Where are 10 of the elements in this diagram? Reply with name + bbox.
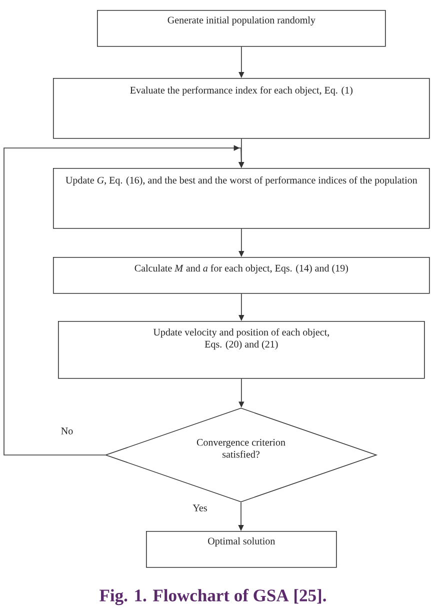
process-box: Calculate M and a for each object, Eqs. (14) and (19): [53, 257, 430, 294]
process-box: Generate initial population randomly: [97, 10, 386, 47]
process-box: Evaluate the performance index for each object, Eq. (1): [53, 78, 430, 139]
arrow: [4, 145, 244, 456]
caption: Fig. 1. Flowchart of GSA [25].: [100, 588, 326, 606]
process-box: Update velocity and position of each object, Eqs. (20) and (21): [58, 321, 425, 379]
process-box: Update G, Eq. (16), and the best and the worst of performance indices of the population: [53, 168, 430, 229]
edge-label: Yes: [192, 504, 208, 512]
edge-label: No: [60, 426, 74, 436]
process-box: Optimal solution: [146, 531, 337, 568]
